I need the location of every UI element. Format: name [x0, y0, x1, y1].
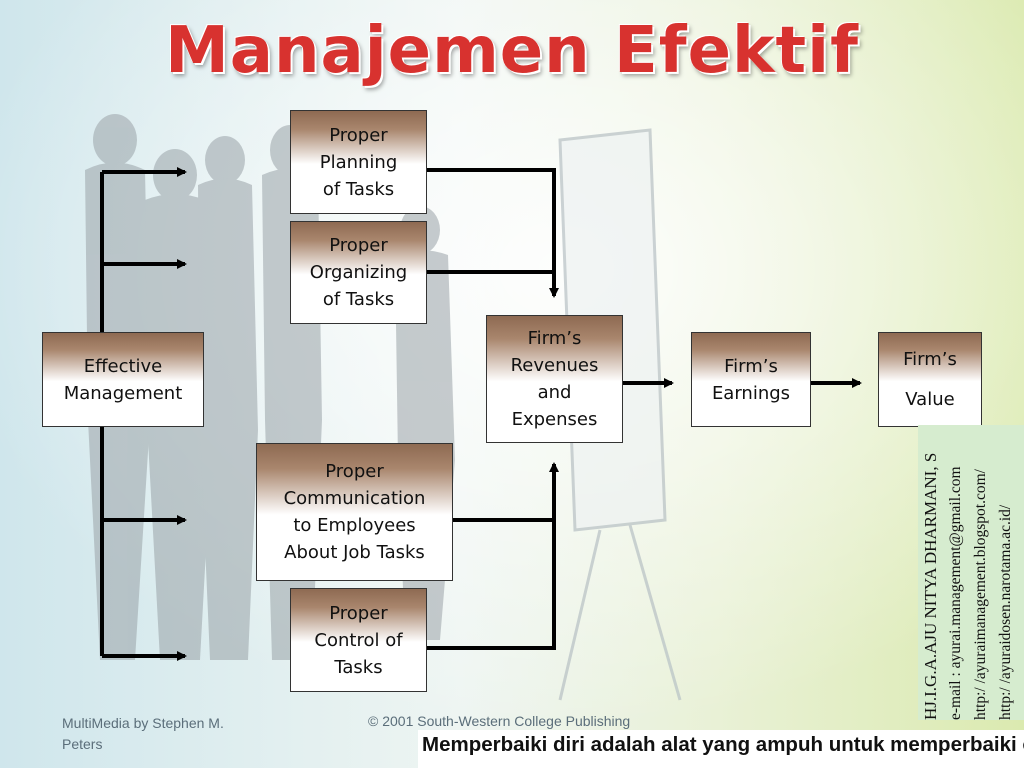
author-name: HJ.I.G.A.AJU NITYA DHARMANI, S [921, 452, 940, 720]
value-label: Firm’s Value [903, 348, 957, 410]
author-blog-link[interactable]: http:/ /ayuraimanagement.blogspot.com/ [972, 469, 989, 720]
footer-copyright: © 2001 South-Western College Publishing [368, 713, 631, 729]
value-box: Firm’s Value [878, 332, 982, 427]
planning-box: Proper Planning of Tasks [290, 110, 427, 214]
communication-label: Proper Communication to Employees About … [283, 461, 426, 563]
effective-management-label: Effective Management [63, 355, 183, 404]
footer-credit: MultiMedia by Stephen M. Peters [62, 713, 224, 755]
control-box: Proper Control of Tasks [290, 588, 427, 692]
planning-label: Proper Planning of Tasks [319, 124, 398, 200]
control-label: Proper Control of Tasks [314, 602, 403, 678]
revenues-label: Firm’s Revenues and Expenses [510, 328, 599, 430]
footer-credit-line2: Peters [62, 736, 103, 752]
organizing-box: Proper Organizing of Tasks [290, 221, 427, 324]
communication-box: Proper Communication to Employees About … [256, 443, 453, 581]
author-email: e-mail : ayurai.management@gmail.com [947, 466, 964, 720]
organizing-label: Proper Organizing of Tasks [309, 235, 408, 310]
earnings-label: Firm’s Earnings [711, 355, 791, 404]
author-info-panel: HJ.I.G.A.AJU NITYA DHARMANI, S e-mail : … [918, 425, 1024, 720]
effective-management-box: Effective Management [42, 332, 204, 427]
author-site-link[interactable]: http:/ /ayuraidosen.narotama.ac.id/ [997, 504, 1014, 720]
page-title: Manajemen Efektif [165, 14, 859, 88]
earnings-box: Firm’s Earnings [691, 332, 811, 427]
revenues-box: Firm’s Revenues and Expenses [486, 315, 623, 443]
footer-credit-line1: MultiMedia by Stephen M. [62, 715, 224, 731]
motto-banner: Memperbaiki diri adalah alat yang ampuh … [418, 730, 1024, 768]
